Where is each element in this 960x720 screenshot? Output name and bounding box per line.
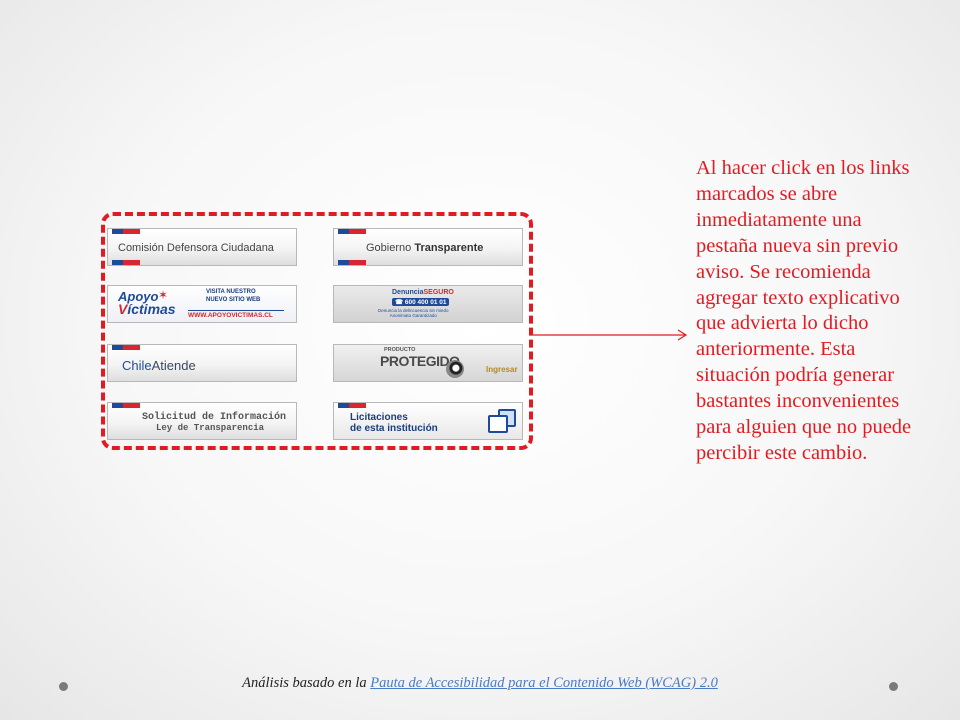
wcag-link[interactable]: Pauta de Accesibilidad para el Contenido… [370, 675, 718, 691]
documents-icon [488, 407, 516, 435]
producto-label: PRODUCTO [384, 347, 416, 353]
banner-apoyo-victimas[interactable]: Apoyo Víctimas ✶ VISITA NUESTRO NUEVO SI… [107, 285, 297, 323]
protegido-label: PROTEGIDO [380, 353, 460, 369]
solicitud-subtitle: Ley de Transparencia [156, 423, 265, 433]
ingresar-label: Ingresar [486, 365, 518, 374]
banner-comision-defensora[interactable]: Comisión Defensora Ciudadana [107, 228, 297, 266]
accessibility-note: Al hacer click en los links marcados se … [696, 157, 912, 464]
gob-flag [112, 403, 140, 408]
banner-licitaciones[interactable]: Licitaciones de esta institución [333, 402, 523, 440]
gob-flag [112, 260, 140, 265]
highlight-frame [101, 212, 533, 450]
banner-gobierno-transparente[interactable]: Gobierno Transparente [333, 228, 523, 266]
licitaciones-label: Licitaciones de esta institución [350, 412, 438, 434]
camera-icon [446, 360, 464, 378]
denuncia-subtitle: Denuncia la delincuencia sin miedo Anoni… [378, 308, 449, 318]
apoyo-url: WWW.APOYOVICTIMAS.CL [188, 312, 273, 319]
gob-flag [338, 260, 366, 265]
denuncia-phone: ☎ 600 400 01 01 [392, 298, 450, 306]
denuncia-title: DenunciaSEGURO [392, 289, 454, 296]
footer-prefix: Análisis basado en la [242, 675, 371, 691]
gob-flag [112, 345, 140, 350]
visita-text: VISITA NUESTRO NUEVO SITIO WEB [206, 289, 261, 303]
apoyo-victimas-logo: Apoyo Víctimas [118, 289, 176, 317]
slide-dot-right [889, 682, 898, 691]
star-icon: ✶ [158, 288, 169, 302]
banner-label: Gobierno Transparente [366, 242, 484, 254]
banner-denuncia-seguro[interactable]: DenunciaSEGURO ☎ 600 400 01 01 Denuncia … [333, 285, 523, 323]
banner-label: ChileAtiende [122, 358, 196, 373]
gob-flag [338, 403, 366, 408]
slide-dot-left [59, 682, 68, 691]
banner-label: Comisión Defensora Ciudadana [118, 242, 274, 254]
footer: Análisis basado en la Pauta de Accesibil… [0, 675, 960, 692]
banner-solicitud-informacion[interactable]: Solicitud de Información Ley de Transpar… [107, 402, 297, 440]
gob-flag [338, 229, 366, 234]
banner-producto-protegido[interactable]: PRODUCTO PROTEGIDO Ingresar [333, 344, 523, 382]
gob-flag [112, 229, 140, 234]
arrow-icon [533, 329, 688, 341]
banner-chileatiende[interactable]: ChileAtiende [107, 344, 297, 382]
divider [188, 310, 284, 311]
solicitud-title: Solicitud de Información [142, 412, 287, 423]
